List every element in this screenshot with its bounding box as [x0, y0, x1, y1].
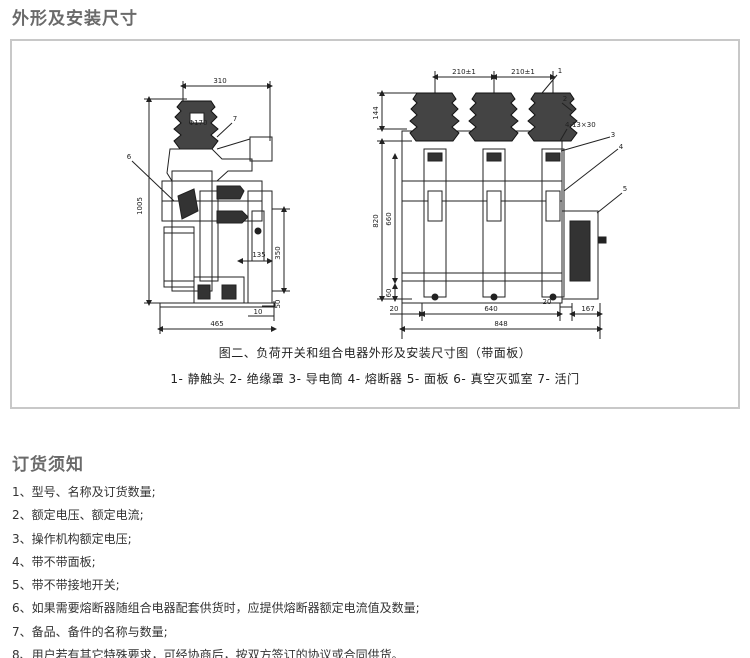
dim-820-label: 820: [372, 214, 380, 227]
dim-phi170-label: Φ170: [189, 119, 208, 127]
dim-310-label: 310: [213, 77, 226, 85]
ordering-heading: 订货须知: [12, 455, 84, 475]
side-view-drawing: [131, 81, 290, 334]
dim-640-label: 640: [484, 305, 497, 313]
dim-135-label: 135: [252, 251, 265, 259]
dim-1005-label: 1005: [136, 197, 144, 215]
ordering-notes-list: 1、型号、名称及订货数量; 2、额定电压、额定电流; 3、操作机构额定电压; 4…: [12, 481, 732, 658]
callout-3-label: 3: [611, 131, 615, 139]
list-item: 1、型号、名称及订货数量;: [12, 485, 156, 499]
callout-4-label: 4: [619, 143, 624, 151]
dim-465-label: 465: [210, 320, 223, 328]
list-item: 2、额定电压、额定电流;: [12, 508, 144, 523]
dim-848-label: 848: [494, 320, 507, 328]
front-view-drawing: [377, 71, 623, 339]
dim-holes-label: 4-13×30: [565, 121, 596, 129]
list-item: 4、带不带面板;: [12, 554, 96, 569]
dim-60-label: 60: [385, 289, 393, 298]
dim-167-label: 167: [581, 305, 594, 313]
dim-pitch-1-label: 210±1: [452, 68, 476, 76]
dimensions-heading: 外形及安装尺寸: [12, 9, 138, 29]
dim-144-label: 144: [372, 106, 380, 120]
dimension-figure-panel: 310 1005 Φ170 135 350 50 10 465 6 7: [10, 39, 740, 409]
callout-5-label: 5: [623, 185, 627, 193]
dim-660-label: 660: [385, 212, 393, 225]
side-view-dimension-labels: 310 1005 Φ170 135 350 50 10 465 6 7: [127, 77, 282, 328]
dim-pitch-2-label: 210±1: [511, 68, 535, 76]
figure-legend: 1- 静触头 2- 绝缘罩 3- 导电筒 4- 熔断器 5- 面板 6- 真空灭…: [170, 372, 580, 386]
callout-6-label: 6: [127, 153, 132, 161]
dimension-drawing: 310 1005 Φ170 135 350 50 10 465 6 7: [127, 67, 627, 339]
figure-caption: 图二、负荷开关和组合电器外形及安装尺寸图（带面板）: [218, 346, 532, 360]
list-item: 5、带不带接地开关;: [12, 578, 120, 593]
dim-10-label: 10: [254, 308, 263, 316]
callout-2-label: 2: [563, 95, 567, 103]
callout-1-label: 1: [558, 67, 562, 75]
list-item: 7、备品、备件的名称与数量;: [12, 624, 168, 639]
dim-20-left-label: 20: [390, 305, 399, 313]
list-item: 6、如果需要熔断器随组合电器配套供货时，应提供熔断器额定电流值及数量;: [12, 601, 420, 616]
callout-7-label: 7: [233, 115, 237, 123]
dim-50-label: 50: [274, 300, 282, 309]
dim-20-right-label: 20: [543, 298, 552, 306]
dim-350-label: 350: [274, 246, 282, 259]
list-item: 3、操作机构额定电压;: [12, 531, 132, 546]
list-item: 8、用户若有其它特殊要求，可经协商后，按双方签订的协议或合同供货。: [12, 648, 404, 658]
front-view-dimension-labels: 210±1 210±1 144 820 660 60 4-13×30 20 20…: [372, 67, 627, 328]
